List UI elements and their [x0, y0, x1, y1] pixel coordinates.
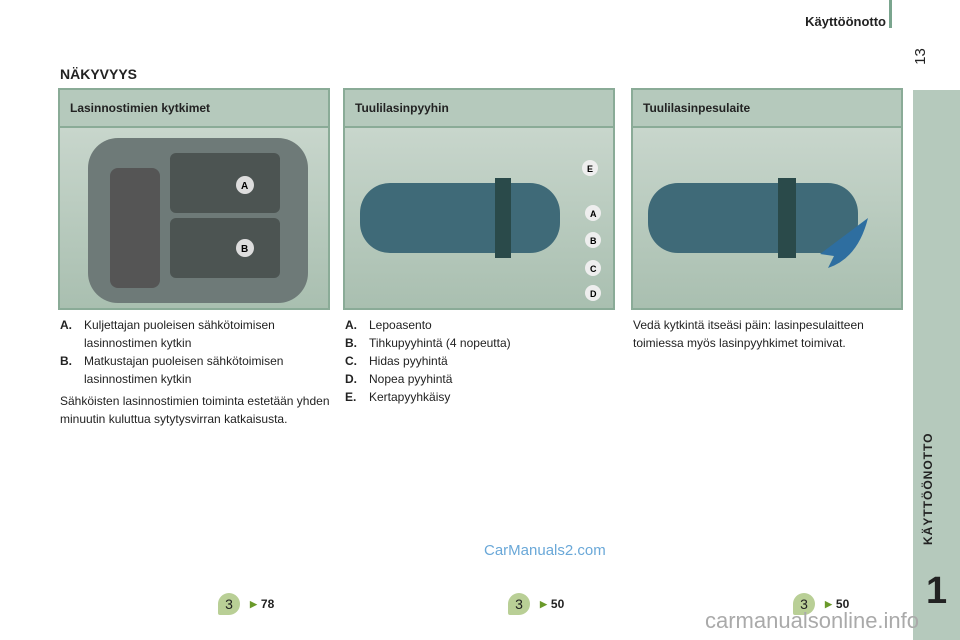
- page-number: 13: [911, 48, 929, 65]
- item-text: Lepoasento: [369, 318, 432, 332]
- section-header: Käyttöönotto: [805, 14, 886, 29]
- panel-heading: Lasinnostimien kytkimet: [60, 90, 328, 128]
- header-divider: [889, 0, 892, 28]
- arrow-icon: ▶: [540, 598, 547, 609]
- panel-heading: Tuulilasinpyyhin: [345, 90, 613, 128]
- reference-badge: 3: [218, 593, 240, 615]
- item-key: A.: [345, 318, 357, 332]
- reference-badge: 3: [508, 593, 530, 615]
- svg-text:A: A: [590, 209, 597, 219]
- page-title: NÄKYVYYS: [60, 66, 138, 82]
- svg-text:E: E: [587, 164, 593, 174]
- item-key: A.: [60, 318, 72, 332]
- panel-wiper: Tuulilasinpyyhin E A B C D: [343, 88, 615, 310]
- item-text: Kuljettajan puoleisen sähkötoimisen lasi…: [84, 318, 275, 350]
- reference-badge: 3: [793, 593, 815, 615]
- watermark: CarManuals2.com: [484, 542, 606, 559]
- reference-page: 78: [260, 597, 275, 611]
- item-text: Kertapyyhkäisy: [369, 390, 451, 404]
- item-text: Matkustajan puoleisen sähkötoimisen lasi…: [84, 354, 284, 386]
- wiper-stalk-image: E A B C D: [345, 128, 613, 308]
- item-key: B.: [345, 336, 357, 350]
- svg-text:B: B: [590, 236, 597, 246]
- chapter-number: 1: [926, 570, 948, 612]
- svg-text:C: C: [590, 264, 597, 274]
- note: Sähköisten lasinnostimien toiminta estet…: [60, 394, 330, 426]
- svg-text:A: A: [241, 181, 248, 192]
- reference-page: 50: [835, 597, 850, 611]
- page-reference[interactable]: 3 ▶50: [508, 593, 564, 615]
- panel-heading: Tuulilasinpesulaite: [633, 90, 901, 128]
- panel-washer: Tuulilasinpesulaite: [631, 88, 903, 310]
- reference-page: 50: [550, 597, 565, 611]
- panel2-text: A. Lepoasento B. Tihkupyyhintä (4 nopeutta…: [345, 316, 615, 406]
- washer-stalk-image: [633, 128, 901, 308]
- page-reference[interactable]: 3 ▶50: [793, 593, 849, 615]
- item-text: Nopea pyyhintä: [369, 372, 453, 386]
- item-key: B.: [60, 354, 72, 368]
- item-text: Tihkupyyhintä (4 nopeutta): [369, 336, 511, 350]
- item-key: D.: [345, 372, 357, 386]
- item-text: Hidas pyyhintä: [369, 354, 448, 368]
- page-reference[interactable]: 3 ▶78: [218, 593, 274, 615]
- svg-text:B: B: [241, 244, 248, 255]
- chapter-tab: [913, 90, 960, 640]
- watermark: carmanualsonline.info: [705, 608, 920, 633]
- item-key: C.: [345, 354, 357, 368]
- arrow-icon: ▶: [250, 598, 257, 609]
- arrow-icon: ▶: [825, 598, 832, 609]
- panel3-text: Vedä kytkintä itseäsi päin: lasinpesulai…: [633, 318, 864, 350]
- item-key: E.: [345, 390, 357, 404]
- svg-text:D: D: [590, 289, 597, 299]
- panel1-text: A. Kuljettajan puoleisen sähkötoimisen la…: [60, 316, 330, 428]
- chapter-tab-label: KÄYTTÖÖNOTTO: [921, 432, 935, 545]
